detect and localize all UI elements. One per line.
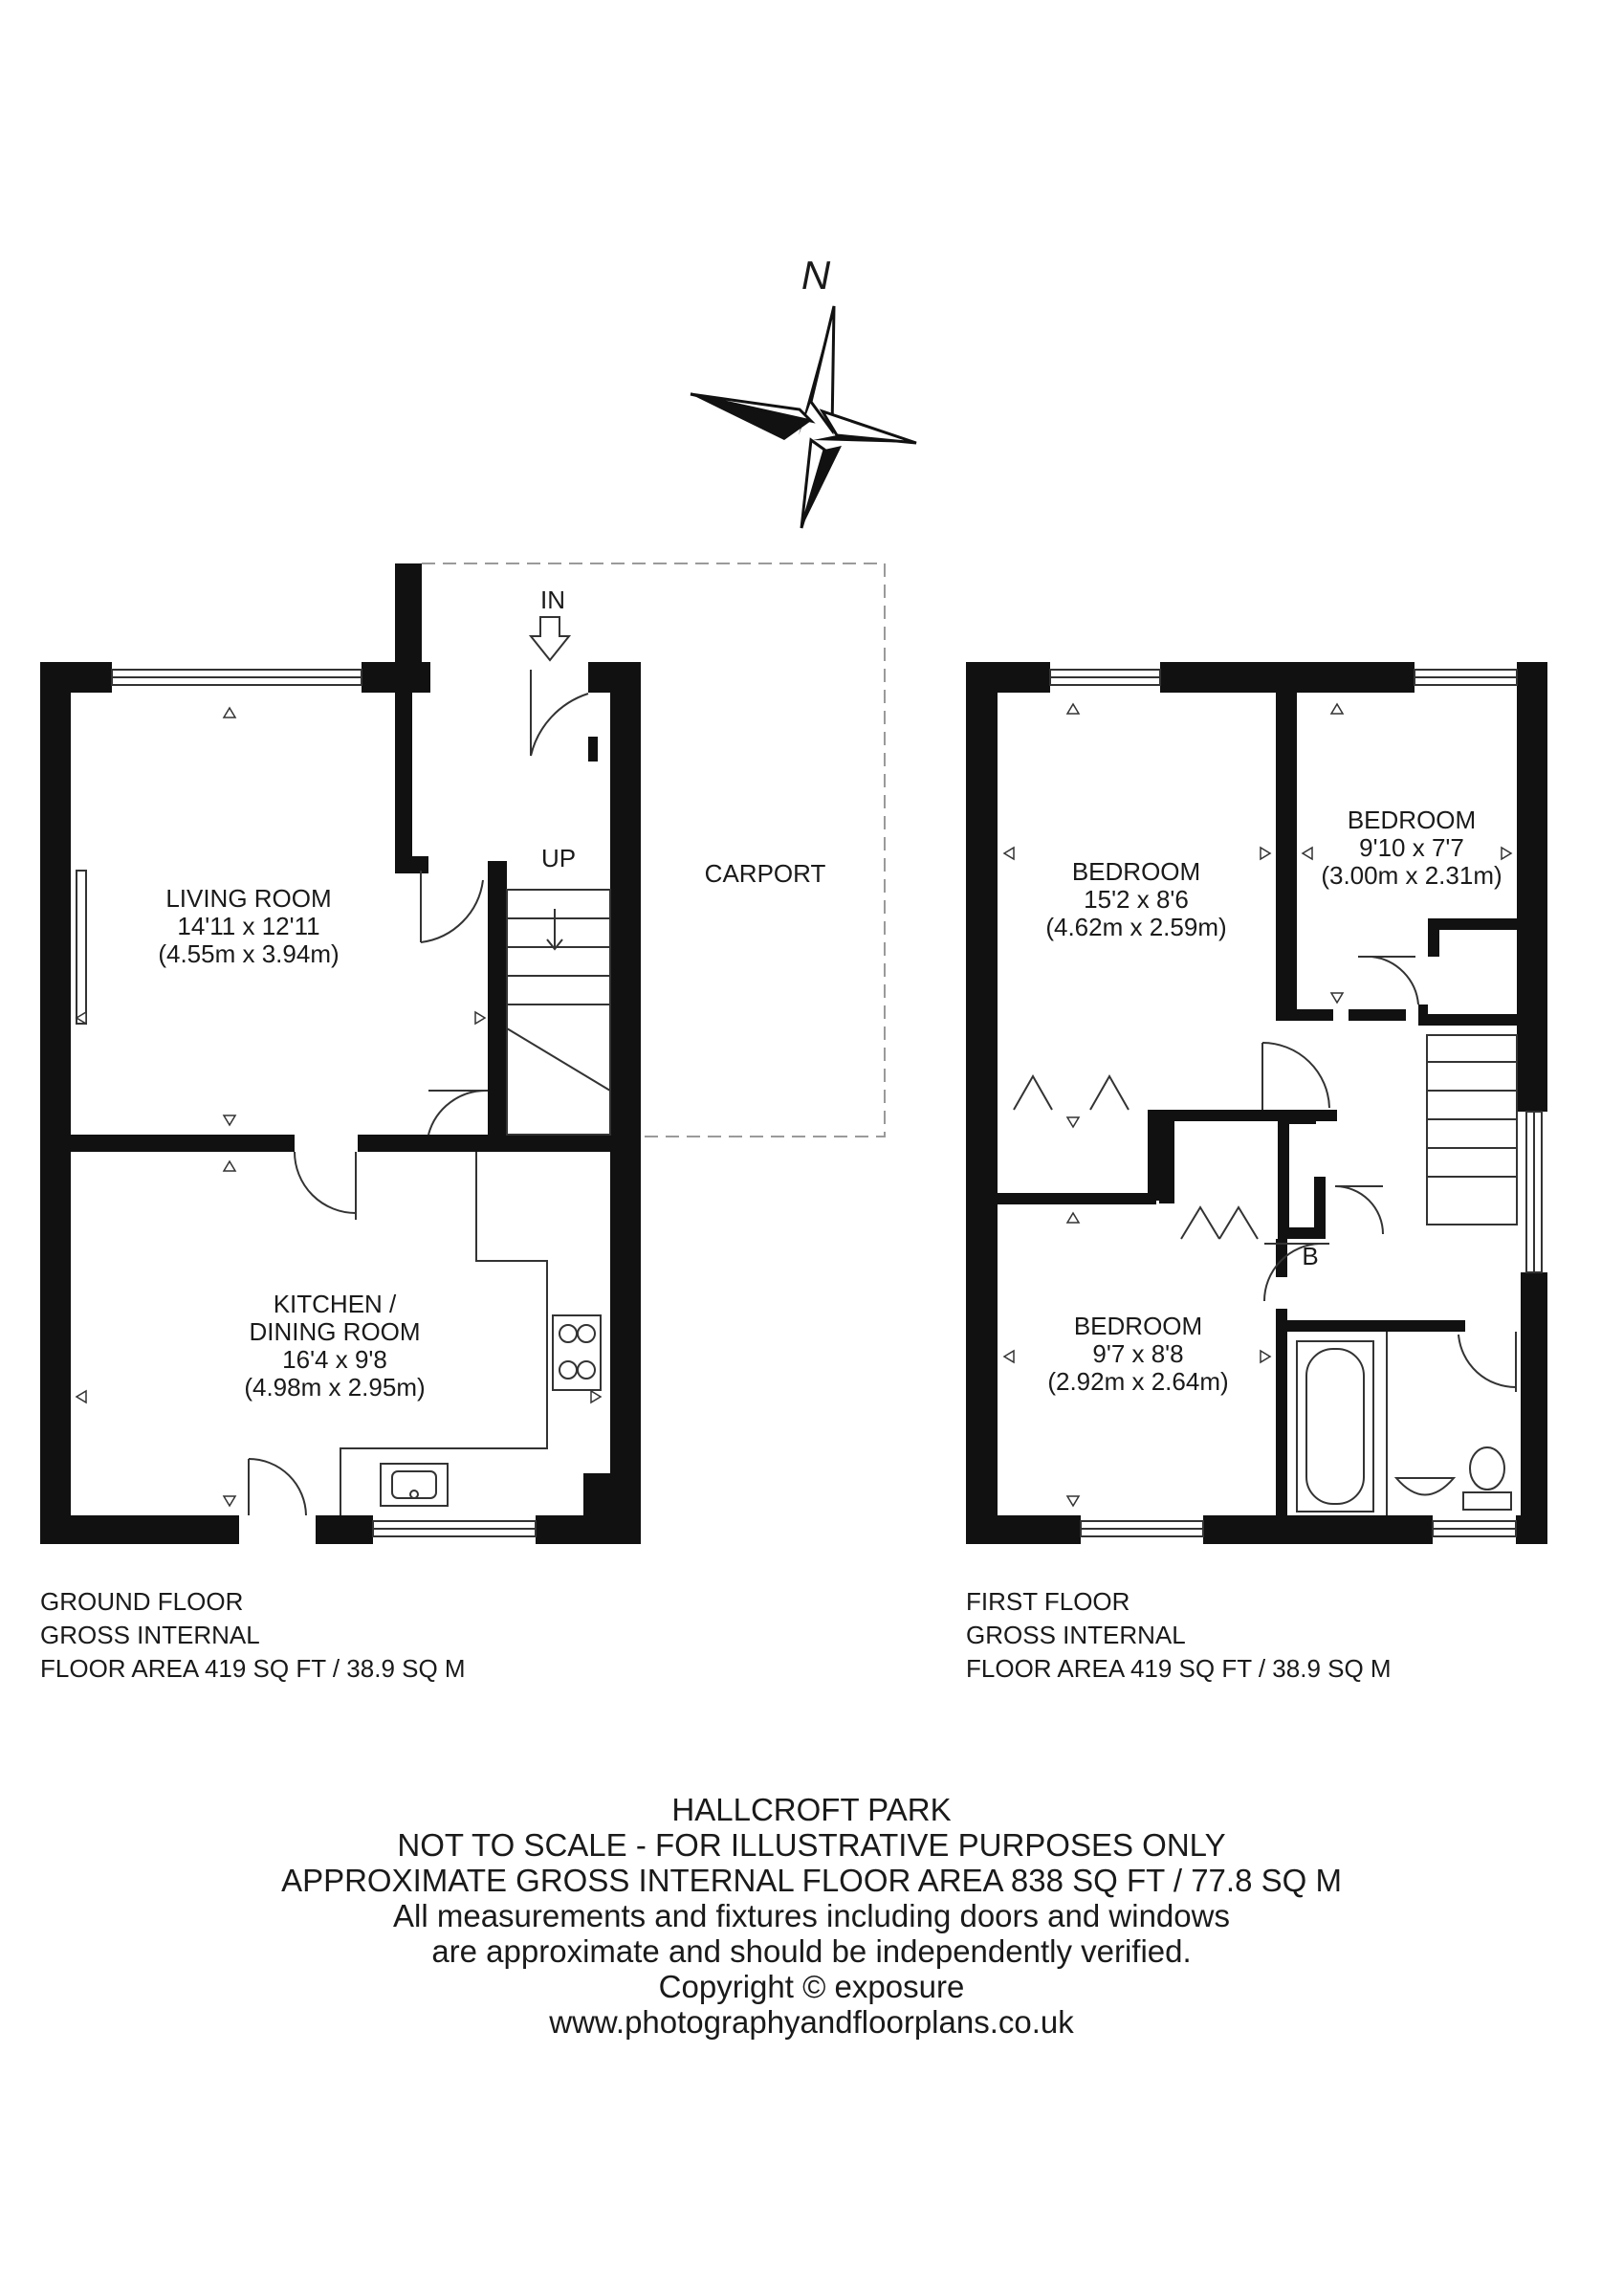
living-room-label-line: LIVING ROOM [165, 884, 331, 913]
entry-label: IN [540, 585, 565, 614]
ground-floor-walls [40, 563, 641, 1544]
bedroom-1-label-line: BEDROOM [1072, 857, 1200, 886]
bedroom-3-label-line: BEDROOM [1074, 1312, 1202, 1340]
footer-line: NOT TO SCALE - FOR ILLUSTRATIVE PURPOSES… [397, 1827, 1226, 1863]
kitchen-worktop [340, 1152, 602, 1515]
carport-label: CARPORT [705, 859, 826, 888]
kitchen-dining-label-line: KITCHEN / [274, 1290, 397, 1318]
ground-floor-stairs [506, 889, 611, 1136]
carport-outline [422, 563, 886, 1137]
ground-floor-caption: GROUND FLOOR GROSS INTERNAL FLOOR AREA 4… [40, 1585, 466, 1686]
bedroom-3-label-line: 9'7 x 8'8 [1092, 1339, 1183, 1368]
ground-floor-caption-line: GROSS INTERNAL [40, 1621, 260, 1649]
ground-floor-caption-line: GROUND FLOOR [40, 1587, 244, 1616]
stairs-up-label: UP [541, 844, 576, 872]
footer-line: HALLCROFT PARK [671, 1792, 952, 1827]
north-arrow-icon [690, 305, 917, 529]
living-room-label-line: (4.55m x 3.94m) [158, 939, 339, 968]
first-floor-caption-line: GROSS INTERNAL [966, 1621, 1186, 1649]
bedroom-2-label-line: BEDROOM [1348, 806, 1476, 834]
kitchen-dining-label-line: DINING ROOM [249, 1317, 420, 1346]
bedroom-2-label-line: 9'10 x 7'7 [1359, 833, 1464, 862]
carport-label-line: CARPORT [705, 859, 826, 888]
bedroom-1-label-line: (4.62m x 2.59m) [1045, 913, 1226, 941]
footer-line: Copyright © exposure [658, 1969, 965, 2004]
footer-line: APPROXIMATE GROSS INTERNAL FLOOR AREA 83… [281, 1863, 1342, 1898]
bedroom-3-label-line: (2.92m x 2.64m) [1047, 1367, 1228, 1396]
ground-floor-windows [76, 669, 537, 1537]
compass-north-label: N [801, 253, 831, 298]
kitchen-dining-label-line: 16'4 x 9'8 [282, 1345, 387, 1374]
entry-arrow-icon [528, 616, 572, 662]
bedroom-2-label-line: (3.00m x 2.31m) [1321, 861, 1502, 890]
first-floor-walls [966, 662, 1547, 1544]
footer-line: All measurements and fixtures including … [393, 1898, 1230, 1933]
ground-floor-doors [248, 670, 589, 1516]
first-floor-caption-line: FIRST FLOOR [966, 1587, 1130, 1616]
first-floor-caption: FIRST FLOOR GROSS INTERNAL FLOOR AREA 41… [966, 1585, 1392, 1686]
bathroom-fixtures [1296, 1332, 1512, 1515]
bedroom-1-label-line: 15'2 x 8'6 [1084, 885, 1189, 914]
first-floor-doors [1013, 956, 1517, 1392]
kitchen-dining-label-line: (4.98m x 2.95m) [244, 1373, 425, 1402]
living-room-label-line: 14'11 x 12'11 [177, 912, 319, 940]
ground-floor-caption-line: FLOOR AREA 419 SQ FT / 38.9 SQ M [40, 1654, 466, 1683]
first-floor-stairs [1426, 1034, 1518, 1225]
first-floor-caption-line: FLOOR AREA 419 SQ FT / 38.9 SQ M [966, 1654, 1392, 1683]
footer-line: are approximate and should be independen… [431, 1933, 1192, 1969]
footer-notes: HALLCROFT PARK NOT TO SCALE - FOR ILLUST… [0, 1792, 1623, 2040]
dimension-markers [75, 702, 1513, 1508]
footer-line: www.photographyandfloorplans.co.uk [549, 2004, 1074, 2040]
first-floor-windows [1049, 669, 1543, 1537]
boiler-label: B [1302, 1242, 1318, 1270]
